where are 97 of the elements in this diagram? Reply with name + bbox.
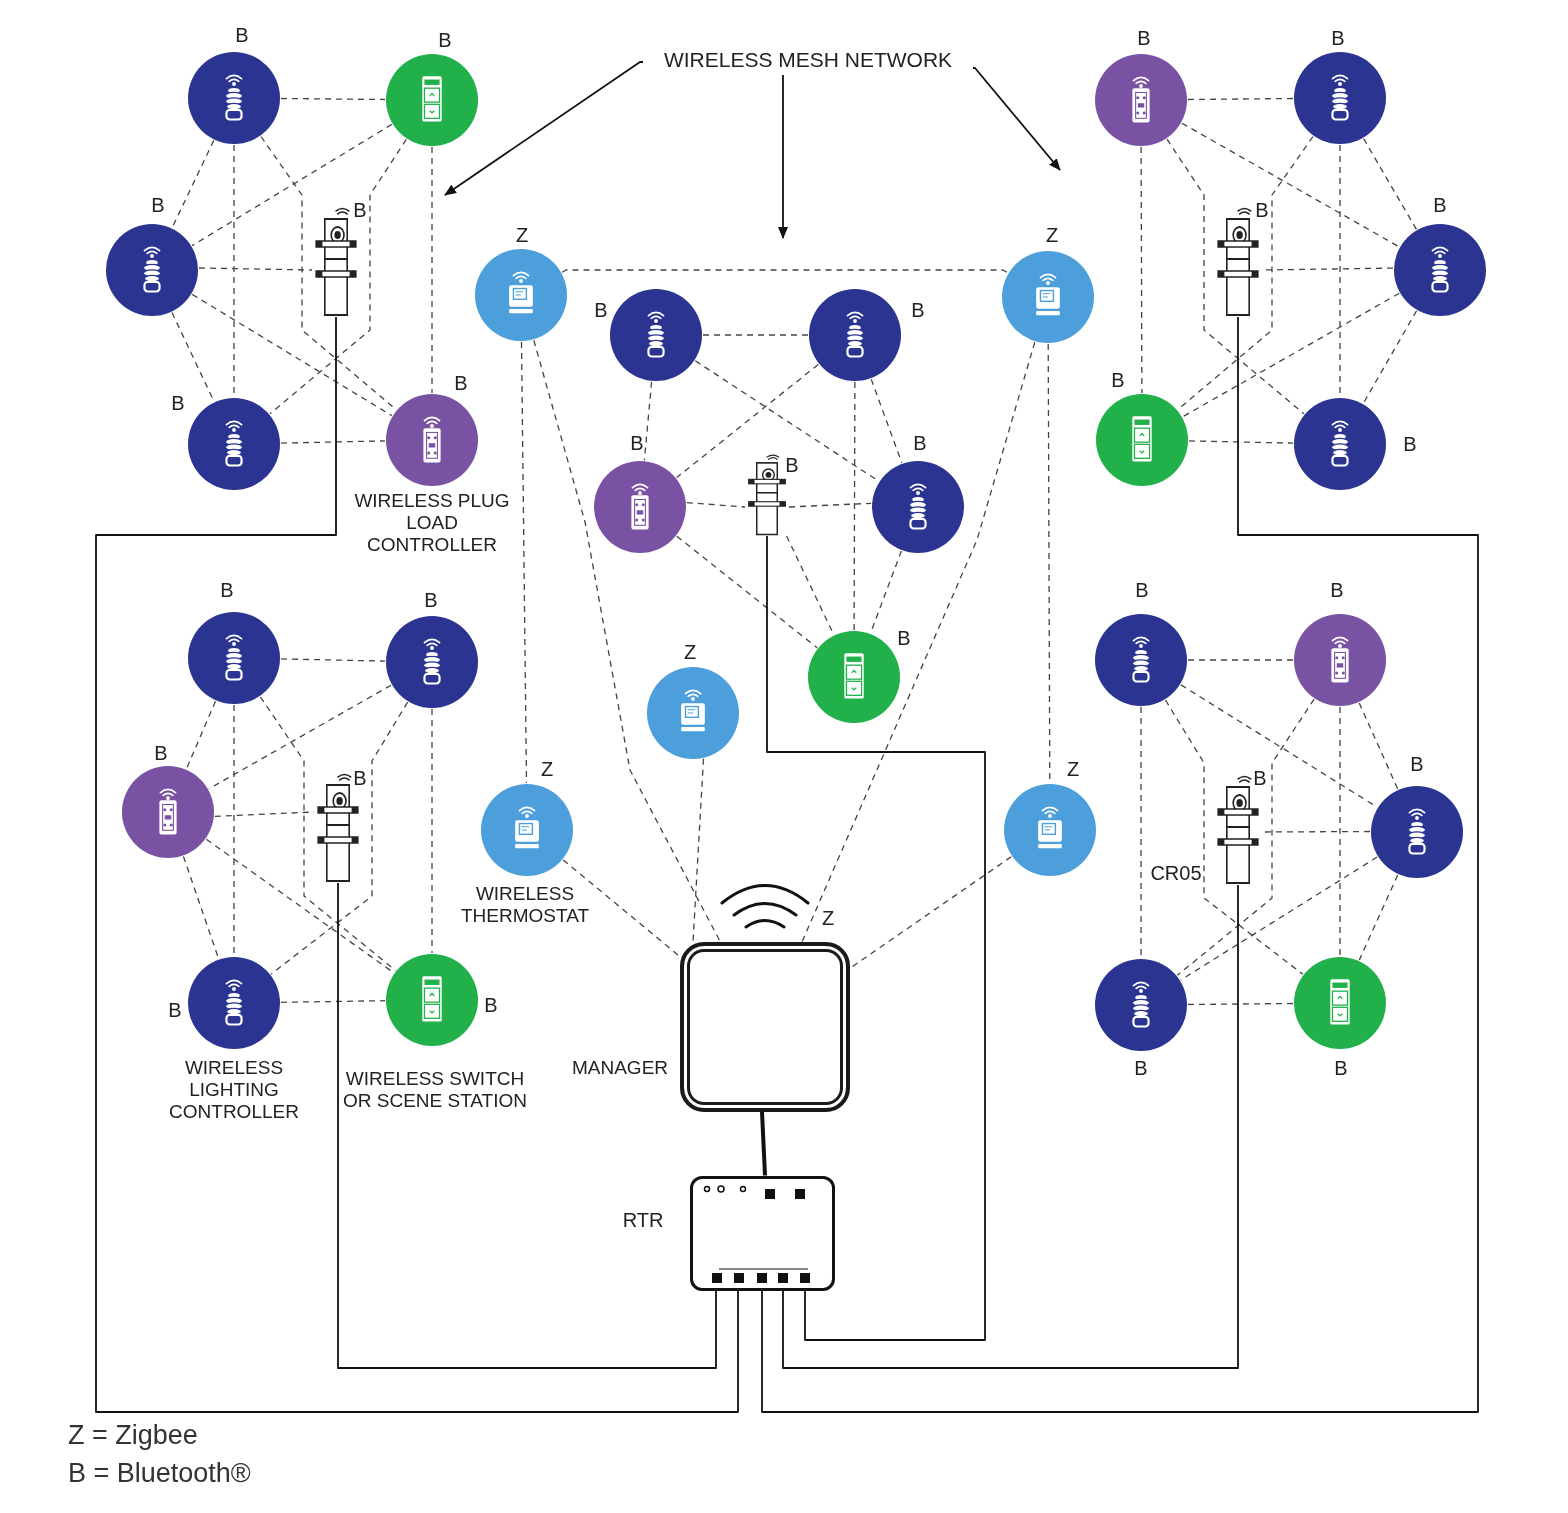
cable-line bbox=[337, 882, 717, 1369]
wireless-link-line bbox=[562, 859, 681, 958]
protocol-letter: B bbox=[353, 198, 367, 222]
protocol-letter: B bbox=[897, 626, 911, 650]
protocol-letter: B bbox=[1331, 26, 1345, 50]
protocol-letter: B bbox=[1253, 766, 1267, 790]
device-label: WIRELESS THERMOSTAT bbox=[459, 883, 591, 927]
protocol-letter: Z bbox=[515, 223, 529, 247]
wireless-link-line bbox=[702, 334, 809, 336]
legend-note: B = Bluetooth® bbox=[68, 1458, 251, 1489]
protocol-letter: B bbox=[484, 993, 498, 1017]
wireless-link-line bbox=[1362, 137, 1418, 231]
protocol-letter: B bbox=[151, 193, 165, 217]
protocol-letter: B bbox=[1137, 26, 1151, 50]
protocol-letter: RTR bbox=[622, 1208, 664, 1232]
cable-line bbox=[766, 535, 986, 1341]
cable-line bbox=[761, 316, 1479, 1413]
wireless-link-line bbox=[520, 341, 528, 784]
wireless-link-line bbox=[1176, 698, 1315, 976]
wireless-link-line bbox=[1187, 1002, 1294, 1006]
protocol-letter: B bbox=[913, 431, 927, 455]
wireless-link-line bbox=[1166, 138, 1305, 415]
wireless-link-line bbox=[1187, 659, 1294, 661]
protocol-letter: B bbox=[1135, 578, 1149, 602]
protocol-letter: Z bbox=[821, 906, 835, 930]
wireless-link-line bbox=[431, 708, 433, 954]
protocol-letter: B bbox=[1255, 198, 1269, 222]
protocol-letter: B bbox=[168, 998, 182, 1022]
wireless-link-line bbox=[185, 700, 217, 770]
protocol-letter: B bbox=[154, 741, 168, 765]
wireless-link-line bbox=[686, 501, 746, 508]
wireless-link-line bbox=[280, 440, 386, 444]
wireless-link-line bbox=[801, 341, 1036, 943]
arrow bbox=[778, 74, 788, 239]
protocol-letter: Z bbox=[1045, 223, 1059, 247]
legend-note: Z = Zigbee bbox=[68, 1420, 198, 1451]
wireless-link-line bbox=[1339, 706, 1341, 957]
protocol-letter: B bbox=[424, 588, 438, 612]
wireless-link-line bbox=[870, 378, 903, 464]
wireless-link-line bbox=[1358, 874, 1399, 961]
protocol-letter: B bbox=[171, 391, 185, 415]
protocol-letter: B bbox=[1433, 193, 1447, 217]
wireless-link-line bbox=[533, 339, 722, 943]
protocol-letter: B bbox=[1403, 432, 1417, 456]
wireless-link-line bbox=[692, 758, 705, 943]
wireless-link-line bbox=[280, 1000, 386, 1003]
protocol-letter: Z bbox=[540, 757, 554, 781]
cable-line bbox=[95, 316, 739, 1413]
wireless-link-line bbox=[676, 363, 819, 479]
wireless-link-line bbox=[561, 269, 1009, 274]
wireless-link-line bbox=[1180, 856, 1378, 981]
wireless-link-line bbox=[431, 146, 433, 394]
arrow bbox=[444, 61, 644, 196]
protocol-letter: Z bbox=[1066, 757, 1080, 781]
arrow bbox=[972, 67, 1061, 171]
wireless-link-line bbox=[280, 97, 386, 101]
wireless-link-line bbox=[676, 535, 818, 649]
wireless-link-line bbox=[198, 267, 313, 271]
wireless-link-line bbox=[1164, 699, 1304, 975]
wireless-link-line bbox=[1358, 702, 1399, 790]
device-label: WIRELESS LIGHTING CONTROLLER bbox=[168, 1057, 300, 1123]
wireless-link-line bbox=[191, 293, 393, 417]
wireless-link-line bbox=[1362, 310, 1418, 404]
protocol-letter: B bbox=[220, 578, 234, 602]
protocol-letter: B bbox=[630, 431, 644, 455]
protocol-letter: B bbox=[454, 371, 468, 395]
protocol-letter: B bbox=[1330, 578, 1344, 602]
device-label: WIRELESS PLUG LOAD CONTROLLER bbox=[353, 490, 511, 556]
device-label: WIRELESS SWITCH OR SCENE STATION bbox=[341, 1068, 528, 1112]
protocol-letter: B bbox=[1334, 1056, 1348, 1080]
protocol-letter: Z bbox=[683, 640, 697, 664]
protocol-letter: B bbox=[235, 23, 249, 47]
wireless-link-line bbox=[270, 701, 409, 975]
wireless-link-line bbox=[1140, 146, 1143, 394]
device-label: MANAGER bbox=[570, 1057, 670, 1079]
wireless-link-line bbox=[1187, 97, 1294, 101]
wireless-link-line bbox=[191, 123, 393, 247]
wireless-link-line bbox=[788, 502, 872, 508]
network-title: WIRELESS MESH NETWORK bbox=[663, 48, 953, 72]
wireless-link-line bbox=[1181, 122, 1400, 248]
protocol-letter: B bbox=[438, 28, 452, 52]
protocol-letter: B bbox=[785, 453, 799, 477]
protocol-letter: B bbox=[1410, 752, 1424, 776]
cable-line bbox=[760, 1111, 767, 1176]
protocol-letter: B bbox=[1111, 368, 1125, 392]
protocol-letter: B bbox=[353, 766, 367, 790]
wireless-link-line bbox=[1188, 440, 1294, 444]
protocol-letter: B bbox=[1134, 1056, 1148, 1080]
protocol-letter: B bbox=[594, 298, 608, 322]
wireless-link-line bbox=[1182, 292, 1400, 418]
wireless-link-line bbox=[853, 381, 856, 631]
protocol-letter: CR05 bbox=[1150, 861, 1202, 885]
protocol-letter: B bbox=[911, 298, 925, 322]
cable-line bbox=[782, 884, 1239, 1369]
wireless-link-line bbox=[643, 381, 653, 461]
wireless-link-line bbox=[280, 658, 386, 662]
manager-hub-box bbox=[680, 942, 850, 1112]
